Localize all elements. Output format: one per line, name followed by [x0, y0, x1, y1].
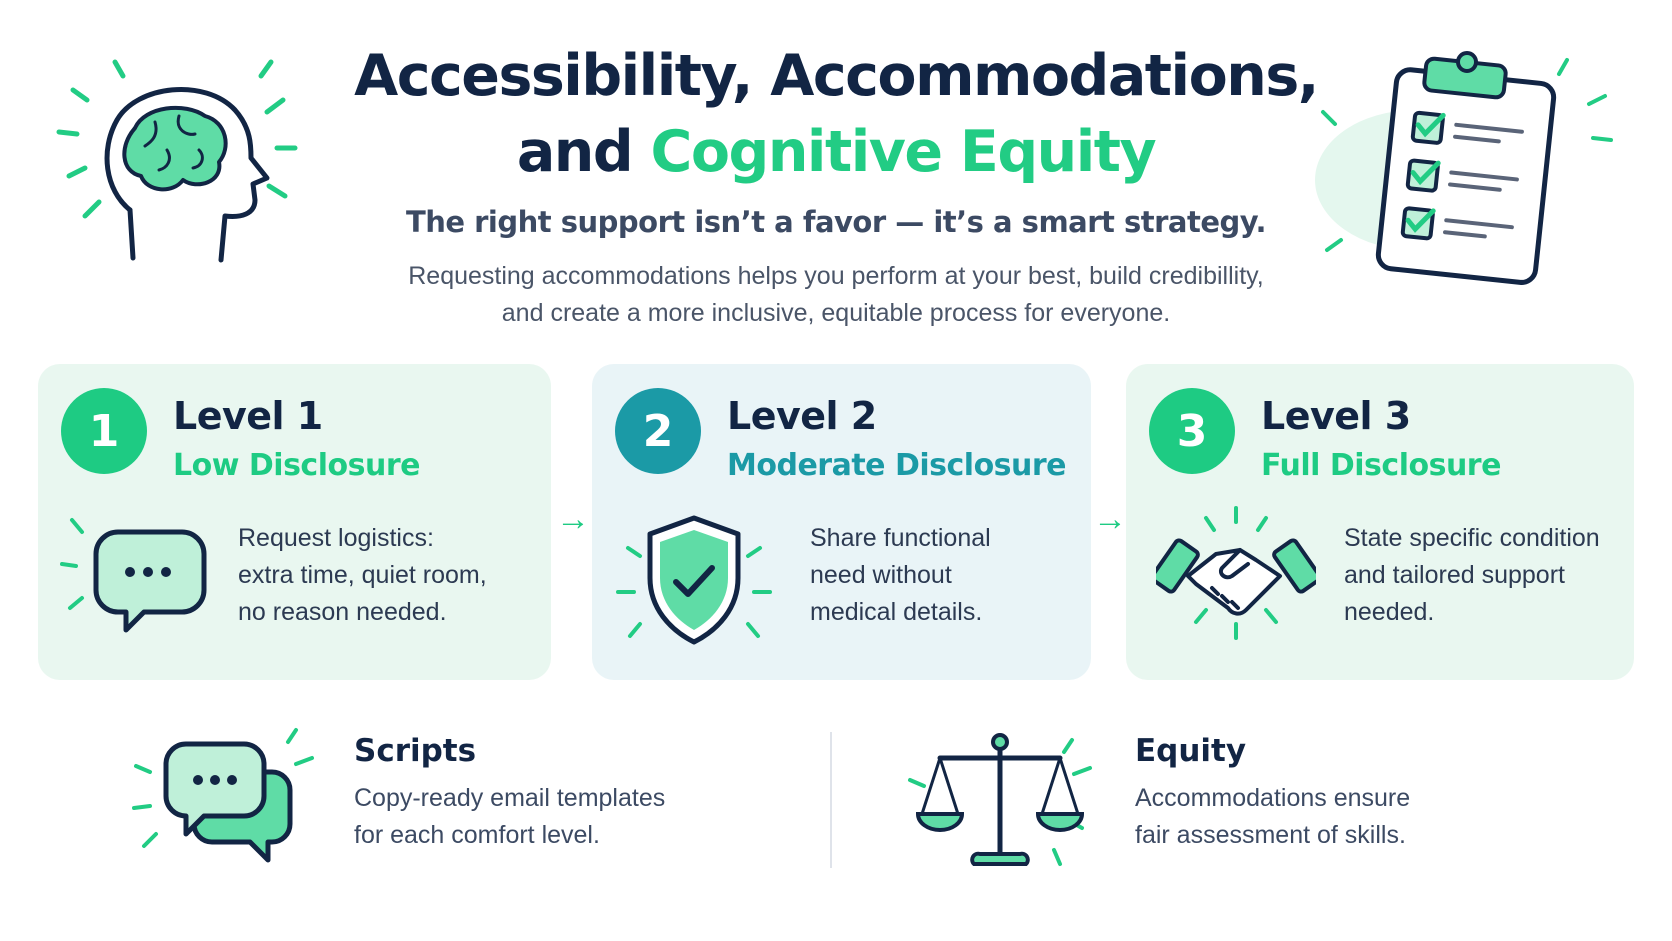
chat-bubble-icon — [60, 518, 207, 633]
level-subtitle: Low Disclosure — [173, 448, 420, 483]
desc-line: State specific condition — [1344, 524, 1600, 552]
level-title: Level 1 — [173, 394, 323, 438]
desc-line: fair assessment of skills. — [1135, 821, 1406, 849]
level-badge: 1 — [61, 388, 147, 474]
level-subtitle: Moderate Disclosure — [727, 448, 1067, 483]
level-title: Level 3 — [1261, 394, 1411, 438]
page-subtitle: The right support isn’t a favor — it’s a… — [405, 205, 1267, 239]
desc-line: and tailored support — [1344, 561, 1565, 589]
desc-line: extra time, quiet room, — [238, 561, 487, 589]
arrow-right-icon: → — [1093, 500, 1127, 538]
desc-line: no reason needed. — [238, 598, 447, 626]
desc-line: needed. — [1344, 598, 1435, 626]
page-title-line-1: Accessibility, Accommodations, — [354, 43, 1319, 109]
level-card-1: 1 Level 1 Low Disclosure Request logisti… — [38, 364, 551, 680]
intro-text: Requesting accommodations helps you perf… — [0, 258, 1672, 332]
feature-desc-equity: Accommodations ensure fair assessment of… — [1135, 780, 1410, 854]
feature-desc-scripts: Copy-ready email templates for each comf… — [354, 780, 665, 854]
level-badge: 3 — [1149, 388, 1235, 474]
level-card-2: 2 Level 2 Moderate Disclosure Share func… — [592, 364, 1091, 680]
level-description: Request logistics: extra time, quiet roo… — [238, 520, 487, 631]
clipboard-checklist-icon — [1315, 51, 1613, 285]
level-subtitle: Full Disclosure — [1261, 448, 1501, 483]
desc-line: need without — [810, 561, 952, 589]
shield-check-icon — [616, 515, 772, 645]
desc-line: for each comfort level. — [354, 821, 600, 849]
feature-title-scripts: Scripts — [354, 733, 477, 769]
handshake-icon — [1156, 506, 1316, 640]
intro-line-1: Requesting accommodations helps you perf… — [408, 262, 1264, 290]
brain-head-icon — [56, 59, 298, 263]
feature-title-equity: Equity — [1135, 733, 1247, 769]
level-title: Level 2 — [727, 394, 877, 438]
desc-line: medical details. — [810, 598, 983, 626]
arrow-right-icon: → — [556, 500, 590, 538]
level-description: State specific condition and tailored su… — [1344, 520, 1600, 631]
level-description: Share functional need without medical de… — [810, 520, 991, 631]
chat-bubbles-icon — [132, 728, 314, 863]
page-title-line-2: and Cognitive Equity — [0, 116, 1672, 188]
level-card-3: 3 Level 3 Full Disclosure State specific… — [1126, 364, 1634, 680]
section-divider — [830, 732, 832, 868]
level-badge: 2 — [615, 388, 701, 474]
title-plain: and — [516, 119, 634, 185]
title-accent: Cognitive Equity — [650, 119, 1157, 185]
desc-line: Copy-ready email templates — [354, 784, 666, 812]
desc-line: Share functional — [810, 524, 991, 552]
desc-line: Request logistics: — [238, 524, 434, 552]
balance-scale-icon — [908, 733, 1092, 866]
desc-line: Accommodations ensure — [1135, 784, 1411, 812]
intro-line-2: and create a more inclusive, equitable p… — [501, 299, 1171, 327]
